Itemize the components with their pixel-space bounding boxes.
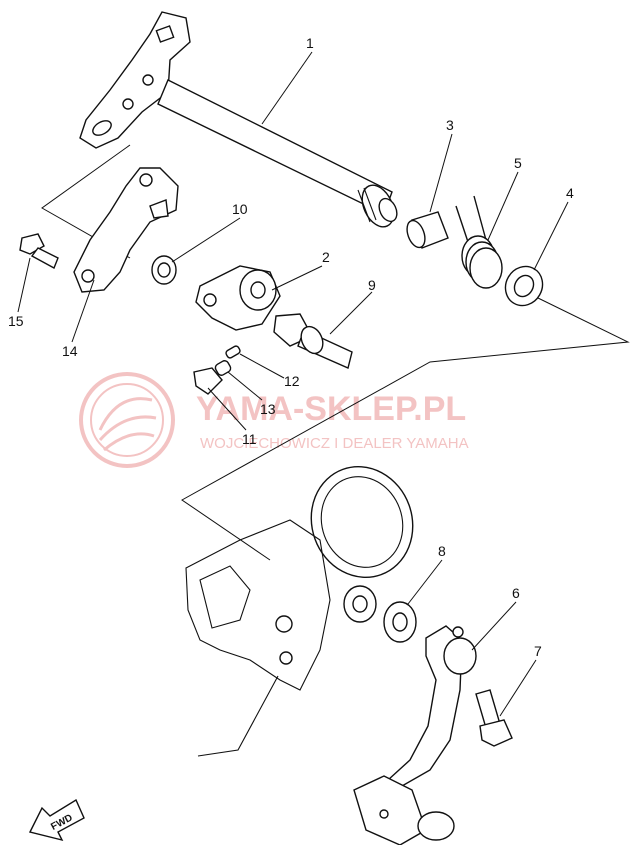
part-3-collar (406, 211, 449, 249)
shaft-plate-hole-a (142, 74, 154, 86)
fwd-indicator: FWD (28, 798, 85, 842)
callout-5: 5 (514, 155, 522, 171)
plate-hole-top (139, 173, 153, 187)
leader-11 (207, 387, 247, 431)
pedal-clamp (443, 637, 477, 675)
leader-13 (227, 371, 263, 401)
part-15-bolt (19, 233, 59, 269)
part-14-plate (73, 167, 179, 293)
plate-notch (149, 199, 169, 219)
watermark-subtitle: WOJCIECHOWICZ I DEALER YAMAHA (200, 435, 469, 452)
callout-14: 14 (62, 343, 78, 359)
callout-3: 3 (446, 117, 454, 133)
part-8-oil-seal (383, 601, 417, 643)
case-round-cover-inner (320, 476, 404, 568)
shaft-spline-1 (357, 189, 371, 223)
watermark-logo-outer (79, 372, 175, 468)
watermark: YAMA-SKLEP.PL WOJCIECHOWICZ I DEALER YAM… (79, 372, 469, 468)
shaft-plate-hole-b (122, 98, 134, 110)
spring-arm-b (473, 195, 487, 241)
part-12-spring (225, 345, 241, 359)
callout-12: 12 (284, 373, 300, 389)
callout-8: 8 (438, 543, 446, 559)
leader-9 (329, 291, 373, 335)
leader-2 (271, 265, 323, 291)
spring-arm-a (455, 205, 469, 243)
part-2-shift-arm (195, 265, 281, 331)
leader-5 (487, 171, 519, 241)
callout-6: 6 (512, 585, 520, 601)
collar-face (406, 219, 426, 249)
callout-7: 7 (534, 643, 542, 659)
case-bolt-boss-b (279, 651, 293, 665)
leader-14 (71, 279, 95, 343)
plate-hole-bottom (81, 269, 95, 283)
case-round-cover (310, 465, 414, 579)
roller-body (193, 367, 223, 395)
shaft-spline-2 (363, 187, 377, 221)
shaft-plate (79, 11, 191, 149)
engine-case (185, 465, 414, 757)
part-4-washer (504, 265, 544, 307)
spring-coil-3 (469, 247, 503, 289)
leader-3 (429, 133, 453, 213)
spring-12-body (225, 345, 241, 359)
oil-seal-inner (392, 612, 408, 632)
callout-15: 15 (8, 313, 24, 329)
plate-body (73, 167, 179, 293)
watermark-title: YAMA-SKLEP.PL (196, 390, 466, 428)
watermark-logo-mark (98, 397, 157, 452)
part-13-pin (214, 360, 232, 376)
case-shaft-hole (352, 595, 368, 613)
callout-11: 11 (242, 431, 257, 447)
callout-1: 1 (306, 35, 314, 51)
washer-inner (513, 274, 535, 298)
part-10-seal (151, 255, 177, 285)
shaft-tip (378, 197, 398, 223)
leader-10 (171, 217, 241, 263)
part-6-shift-pedal (353, 625, 477, 845)
part-7-bolt (475, 689, 513, 747)
shaft-rod (157, 79, 393, 215)
leader-12 (239, 353, 285, 379)
ref-line-shaft (181, 297, 630, 561)
watermark-logo-inner (90, 383, 164, 457)
pedal-clamp-hole (452, 626, 464, 638)
case-detail-1 (199, 565, 251, 629)
callouts: 1 2 3 4 5 6 7 8 9 10 11 12 13 14 15 (8, 35, 574, 659)
fwd-arrow (28, 798, 85, 842)
leader-lines (17, 51, 569, 717)
leader-4 (533, 201, 569, 271)
arm-pin (203, 293, 217, 307)
bolt-7-head (479, 719, 513, 747)
callout-4: 4 (566, 185, 574, 201)
bolt-9-flange (300, 325, 324, 355)
leader-8 (407, 559, 443, 605)
leader-1 (261, 51, 313, 125)
pedal-tip (417, 811, 455, 841)
callout-9: 9 (368, 277, 376, 293)
leader-6 (471, 601, 517, 651)
arm-bore (250, 281, 266, 299)
callout-2: 2 (322, 249, 330, 265)
case-outline (185, 519, 331, 691)
part-1-shift-shaft (79, 11, 398, 228)
leader-7 (499, 659, 537, 717)
seal-inner (157, 262, 171, 278)
pedal-foot (353, 775, 427, 845)
leader-15 (17, 257, 31, 313)
callout-13: 13 (260, 401, 276, 417)
case-wire (197, 675, 279, 757)
shaft-plate-hole-c (92, 120, 112, 136)
pedal-foot-bolt (379, 809, 389, 819)
part-11-roller (193, 367, 223, 395)
part-5-spring (455, 195, 503, 289)
bolt-15-shank (30, 247, 59, 269)
callout-10: 10 (232, 201, 248, 217)
shaft-plate-slot (155, 25, 175, 43)
part-9-bolt (273, 313, 353, 369)
pin-13-body (214, 360, 232, 376)
case-bolt-boss-a (275, 615, 293, 633)
